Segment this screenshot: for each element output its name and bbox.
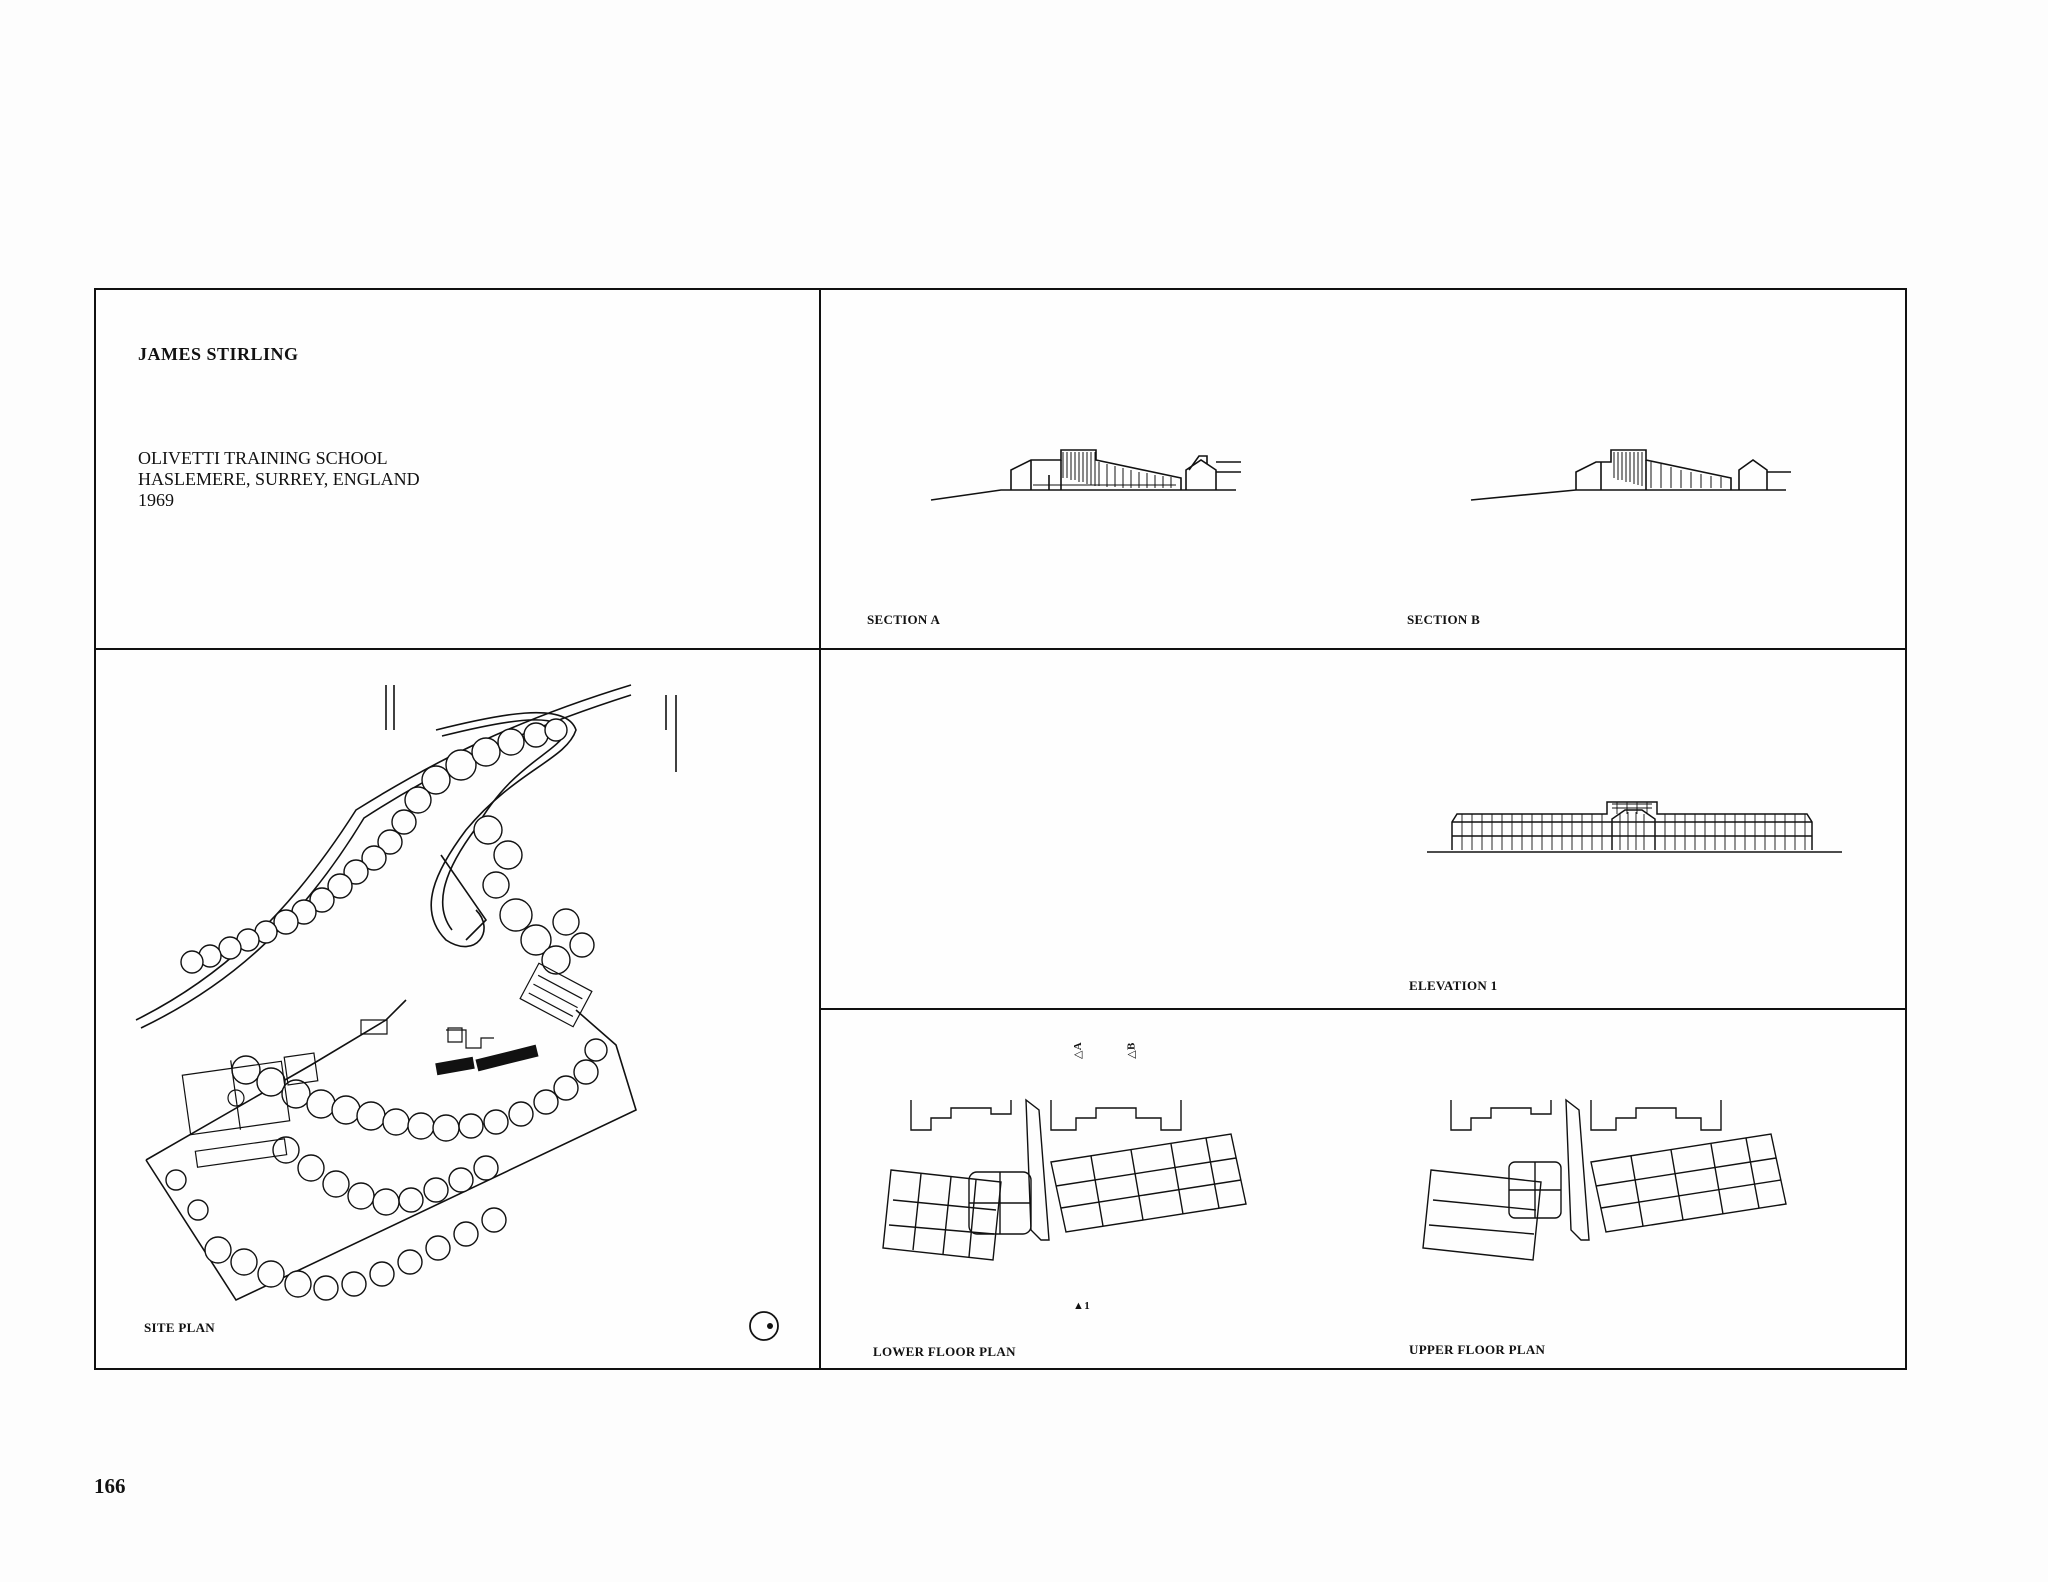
lower-floor-plan-caption: LOWER FLOOR PLAN — [873, 1344, 1016, 1359]
sections-panel: SECTION A SECTION B — [819, 288, 1907, 650]
section-a-marker-label: A — [1072, 1041, 1085, 1051]
elevation-caption: ELEVATION 1 — [1409, 978, 1498, 993]
page-number: 166 — [94, 1474, 126, 1498]
project-location: HASLEMERE, SURREY, ENGLAND — [138, 469, 420, 489]
floor-plans-panel: △A △B — [819, 1008, 1907, 1370]
elevation-marker: ▲1 — [1073, 1300, 1090, 1312]
lower-floor-plan-drawing — [901, 1100, 1261, 1290]
section-a-marker: △A — [1072, 1041, 1085, 1060]
section-b-caption: SECTION B — [1407, 612, 1481, 627]
section-a-caption: SECTION A — [867, 612, 941, 627]
architect-name: JAMES STIRLING — [138, 344, 299, 364]
project-year: 1969 — [138, 490, 174, 510]
section-b-marker: △B — [1125, 1042, 1138, 1059]
site-plan-drawing — [136, 690, 786, 1330]
elevation-panel: ELEVATION 1 — [819, 648, 1907, 1010]
section-a-drawing — [931, 430, 1261, 510]
drawing-sheet: JAMES STIRLING OLIVETTI TRAINING SCHOOL … — [94, 288, 1907, 1370]
upper-floor-plan-drawing — [1441, 1100, 1801, 1290]
section-b-drawing — [1471, 430, 1801, 510]
project-name: OLIVETTI TRAINING SCHOOL — [138, 448, 388, 468]
title-panel: JAMES STIRLING OLIVETTI TRAINING SCHOOL … — [94, 288, 821, 650]
site-plan-panel: SITE PLAN — [94, 648, 821, 1370]
section-b-marker-label: B — [1125, 1042, 1138, 1050]
site-plan-caption: SITE PLAN — [144, 1320, 215, 1335]
project-info: OLIVETTI TRAINING SCHOOL HASLEMERE, SURR… — [138, 448, 420, 511]
north-arrow-icon — [748, 1310, 780, 1342]
elevation-drawing — [1427, 794, 1847, 864]
elevation-marker-label: 1 — [1084, 1300, 1090, 1312]
upper-floor-plan-caption: UPPER FLOOR PLAN — [1409, 1342, 1546, 1357]
